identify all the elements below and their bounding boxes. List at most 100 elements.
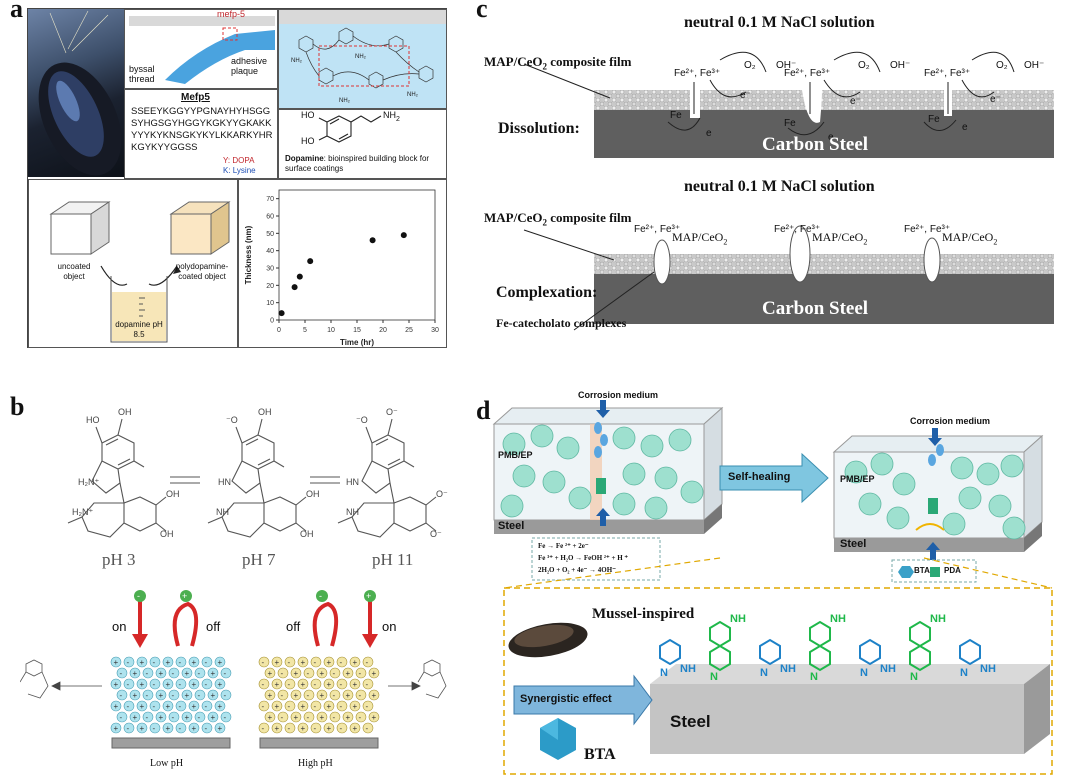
steel-slab-right — [834, 538, 1024, 552]
ion-dot — [271, 722, 283, 734]
ion-dot — [123, 722, 135, 734]
ion-dot — [220, 711, 232, 723]
data-point — [278, 310, 285, 317]
ion-dot — [316, 689, 328, 701]
y-tick-label: 10 — [266, 300, 274, 307]
n-label: N — [860, 667, 868, 679]
ion-dot — [168, 689, 180, 701]
ion-dot — [201, 700, 213, 712]
ion-sign: - — [281, 691, 284, 700]
coating-process-box: uncoated object polydopamine-coated obje… — [28, 179, 238, 348]
bta-molecule — [659, 638, 681, 666]
ion-sign: - — [340, 658, 343, 667]
ion-dot — [214, 722, 226, 734]
microsphere — [500, 494, 524, 518]
svg-text:e: e — [828, 132, 834, 143]
film-label-2-sub: 2 — [542, 217, 547, 228]
reaction-line-3: 2H₂O + O₂ + 4e⁻ → 4OH⁻ — [538, 566, 616, 574]
byssal-thread-label: byssal thread — [129, 64, 155, 84]
ion-sign: - — [288, 680, 291, 689]
self-healing-label: Self-healing — [728, 471, 791, 483]
ion-sign: + — [140, 680, 145, 689]
complexation-label: Complexation: — [496, 284, 598, 301]
svg-text:O⁻: O⁻ — [436, 489, 448, 499]
steel-bar — [650, 684, 1024, 754]
self-healing-arrow — [719, 452, 829, 504]
synergistic-label: Synergistic effect — [520, 693, 612, 705]
map-ceo2-sub: 2 — [993, 237, 998, 247]
ion-dot — [201, 678, 213, 690]
ion-dot — [149, 700, 161, 712]
nh-label: NH — [830, 613, 846, 625]
pda-legend-label: PDA — [944, 566, 961, 575]
ion-sign: + — [133, 713, 138, 722]
mefp5-small-label: mefp-5 — [217, 9, 246, 19]
n-label: N — [960, 667, 968, 679]
ion-dot — [264, 667, 276, 679]
microsphere — [622, 462, 646, 486]
ion-sign: + — [192, 680, 197, 689]
ion-dot — [329, 711, 341, 723]
ion-sign: - — [153, 658, 156, 667]
ion-dot — [258, 722, 270, 734]
ion-sign: + — [346, 713, 351, 722]
ion-sign: + — [327, 680, 332, 689]
svg-text:NH₂: NH₂ — [355, 54, 367, 60]
ho-label-2: HO — [301, 136, 315, 146]
ion-sign: - — [205, 724, 208, 733]
ion-dot — [149, 678, 161, 690]
ion-sign: - — [205, 658, 208, 667]
nacl-title-2: neutral 0.1 M NaCl solution — [684, 178, 875, 195]
microsphere — [512, 464, 536, 488]
steel-label-right: Steel — [840, 538, 867, 550]
ion-dot — [264, 711, 276, 723]
ho-label-1: HO — [301, 110, 315, 120]
off-label-right: off — [286, 619, 301, 634]
ion-dot — [290, 667, 302, 679]
ion-dot — [220, 667, 232, 679]
pda-molecule — [709, 620, 731, 648]
svg-text:e⁻: e⁻ — [740, 90, 751, 101]
ion-sign: - — [359, 691, 362, 700]
ion-dot — [110, 722, 122, 734]
ion-sign: - — [127, 702, 130, 711]
film-label-2-tail: composite film — [546, 210, 632, 225]
svg-text:HO: HO — [86, 415, 100, 425]
ion-sign: - — [120, 669, 123, 678]
uncoated-cube — [49, 201, 111, 255]
ion-dot — [368, 667, 380, 679]
ion-sign: + — [353, 702, 358, 711]
ion-sign: + — [133, 669, 138, 678]
ion-dot — [310, 700, 322, 712]
ion-sign: - — [153, 724, 156, 733]
ion-sign: - — [262, 724, 265, 733]
microsphere — [612, 426, 636, 450]
panel-label-c: c — [476, 0, 488, 23]
svg-text:⁻O: ⁻O — [226, 415, 238, 425]
ion-dot — [362, 700, 374, 712]
ion-dot — [362, 656, 374, 668]
ion-sign: - — [262, 680, 265, 689]
x-tick-label: 15 — [353, 327, 361, 334]
ion-sign: - — [340, 724, 343, 733]
ion-dot — [188, 700, 200, 712]
panel-a: mefp-5 byssal thread adhesive plaque NH₂… — [27, 8, 447, 348]
mechanism-box — [503, 587, 1053, 775]
microsphere — [892, 472, 916, 496]
svg-text:OH: OH — [160, 529, 174, 539]
microsphere — [654, 466, 678, 490]
svg-text:OH⁻: OH⁻ — [776, 60, 796, 71]
svg-text:OH: OH — [166, 489, 180, 499]
ion-dot — [310, 722, 322, 734]
ion-dot — [329, 667, 341, 679]
ion-sign: - — [172, 713, 175, 722]
ion-dot — [136, 722, 148, 734]
sequence-line: KGYKYYGGSS — [131, 142, 198, 153]
ion-sign: + — [301, 680, 306, 689]
ion-dot — [362, 722, 374, 734]
ion-dot — [116, 711, 128, 723]
ion-sign: - — [359, 713, 362, 722]
